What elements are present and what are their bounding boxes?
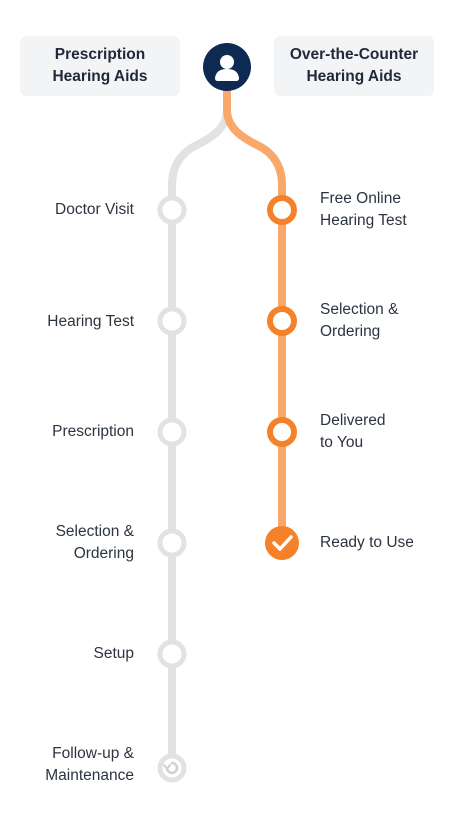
step-prescription: Prescription — [52, 421, 134, 443]
step-label-line: Doctor Visit — [55, 201, 134, 218]
otc-node — [267, 195, 297, 225]
prescription-header-line: Prescription — [54, 46, 146, 63]
step-free-online-hearing-test: Free Online Hearing Test — [320, 188, 407, 232]
step-label-line: Ready to Use — [320, 534, 414, 551]
step-label-line: Ordering — [320, 323, 381, 340]
person-icon — [207, 47, 247, 87]
step-label-line: to You — [320, 434, 364, 451]
step-hearing-test: Hearing Test — [47, 311, 134, 333]
otc-node — [267, 417, 297, 447]
step-label-line: Maintenance — [45, 767, 134, 784]
prescription-header-line: Hearing Aids — [52, 68, 148, 85]
prescription-node — [157, 417, 187, 447]
step-follow-up-maintenance: Follow-up & Maintenance — [45, 743, 134, 787]
step-label-line: Hearing Test — [47, 313, 134, 330]
step-label-line: Ordering — [73, 545, 134, 562]
prescription-node — [157, 306, 187, 336]
step-selection-ordering: Selection & Ordering — [56, 521, 134, 565]
refresh-icon — [157, 753, 187, 783]
step-ready-to-use: Ready to Use — [320, 532, 414, 554]
avatar — [203, 43, 251, 91]
step-label-line: Selection & — [320, 301, 399, 318]
step-label-line: Selection & — [55, 523, 134, 540]
step-label-line: Hearing Test — [320, 212, 407, 229]
prescription-node — [157, 528, 187, 558]
prescription-header: Prescription Hearing Aids — [20, 36, 180, 96]
checkmark-icon — [265, 526, 299, 560]
otc-header-line: Over-the-Counter — [289, 46, 419, 63]
step-label-line: Delivered — [320, 412, 386, 429]
step-doctor-visit: Doctor Visit — [55, 199, 134, 221]
step-delivered-to-you: Delivered to You — [320, 410, 385, 454]
step-selection-ordering-otc: Selection & Ordering — [320, 299, 398, 343]
prescription-track — [168, 88, 231, 772]
otc-header: Over-the-Counter Hearing Aids — [274, 36, 434, 96]
step-label-line: Setup — [93, 645, 134, 662]
prescription-node — [157, 195, 187, 225]
otc-node — [267, 306, 297, 336]
prescription-node — [157, 639, 187, 669]
step-label-line: Free Online — [320, 190, 401, 207]
step-label-line: Prescription — [52, 423, 134, 440]
step-setup: Setup — [93, 643, 134, 665]
step-label-line: Follow-up & — [52, 745, 134, 762]
otc-header-line: Hearing Aids — [306, 68, 402, 85]
otc-track — [223, 88, 286, 547]
